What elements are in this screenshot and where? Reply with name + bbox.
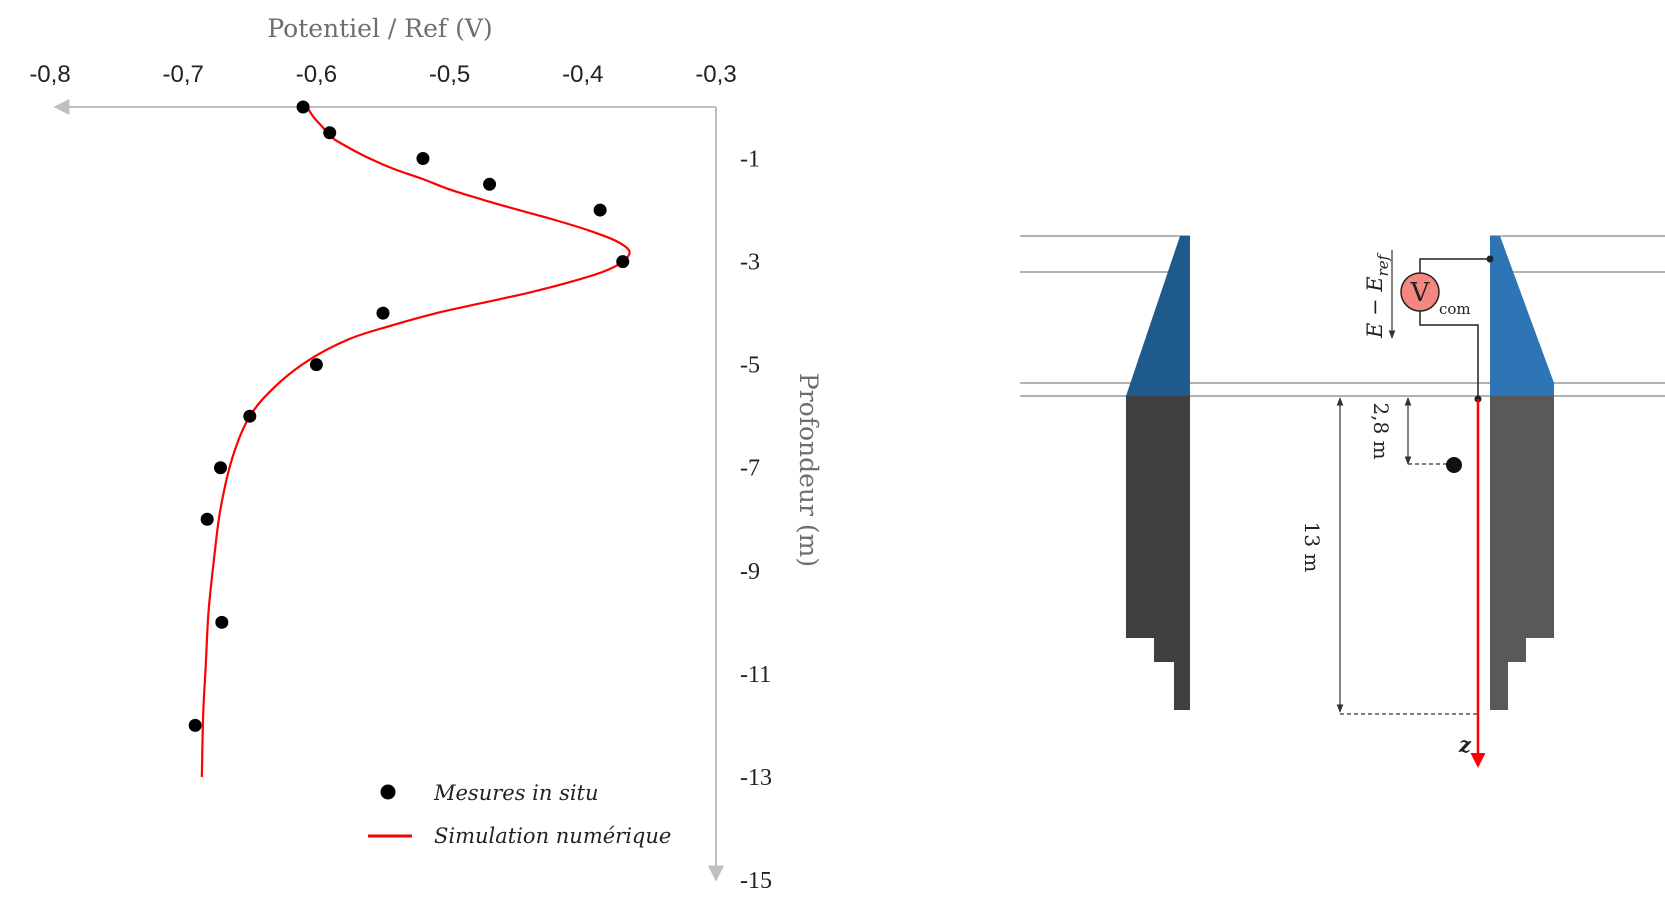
left-wall-upper [1126,236,1190,396]
measurement-point [376,306,390,320]
y-tick-label: -3 [740,250,760,276]
measurement-point [243,409,257,423]
measurement-point [200,512,214,526]
simulation-line [200,106,631,777]
voltage-label-main: E − E [1363,276,1387,339]
offset-label: 2,8 m [1369,402,1393,459]
x-tick-label: -0,4 [562,61,603,88]
measurement-point [309,358,323,372]
x-tick-label: -0,6 [296,61,337,88]
left-wall-lower [1126,396,1190,710]
right-wall-lower [1490,396,1554,710]
right-wall-upper [1490,236,1554,396]
y-tick-label: -9 [740,559,760,585]
length-label: 13 m [1300,522,1324,573]
x-tick-label: -0,8 [29,61,70,88]
contact-point [1486,255,1494,263]
voltmeter-subscript: com [1439,300,1471,318]
circuit-wire-top [1419,258,1490,276]
voltmeter-icon [1400,272,1440,312]
voltmeter-symbol: V [1410,278,1431,308]
y-tick-label: -7 [740,456,760,482]
x-tick-label: -0,5 [429,61,470,88]
y-tick-labels: -1 -3 -5 -7 -9 -11 -13 -15 [740,147,772,894]
y-tick-label: -1 [740,147,760,173]
measurement-point [416,152,430,166]
x-tick-label: -0,7 [163,61,204,88]
measurement-point [188,718,202,732]
y-tick-label: -13 [740,765,772,791]
voltage-label: E − Eref [1363,252,1392,339]
depth-potential-chart: Potentiel / Ref (V) Profondeur (m) -0,8-… [29,14,823,894]
legend-marker-measures [380,784,396,800]
measurement-point [215,615,229,629]
z-axis-label: z [1458,732,1472,757]
simulation-series [200,106,631,777]
legend: Mesures in situ Simulation numérique [368,781,671,848]
y-axis-title: Profondeur (m) [794,373,823,567]
measurement-point [483,177,497,191]
circuit-wire-bottom [1419,310,1479,399]
measurement-series [188,100,630,732]
measurement-point [616,255,630,269]
legend-label-simulation: Simulation numérique [434,824,671,848]
x-axis-title: Potentiel / Ref (V) [267,14,492,43]
measurement-point [323,126,337,140]
voltage-label-sub: ref [1374,252,1392,276]
measurement-point [296,100,310,114]
legend-label-measures: Mesures in situ [433,781,599,805]
probe-point [1446,457,1462,473]
x-tick-label: -0,3 [695,61,736,88]
y-tick-label: -5 [740,353,760,379]
measurement-point [213,461,227,475]
x-tick-labels: -0,8 -0,7 -0,6 -0,5 -0,4 -0,3 [29,61,736,88]
y-tick-label: -11 [740,662,771,688]
sheet-pile-diagram: V com E − Eref z 2,8 m 13 m [1020,235,1665,768]
measurement-point [593,203,607,217]
y-tick-label: -15 [740,868,772,894]
